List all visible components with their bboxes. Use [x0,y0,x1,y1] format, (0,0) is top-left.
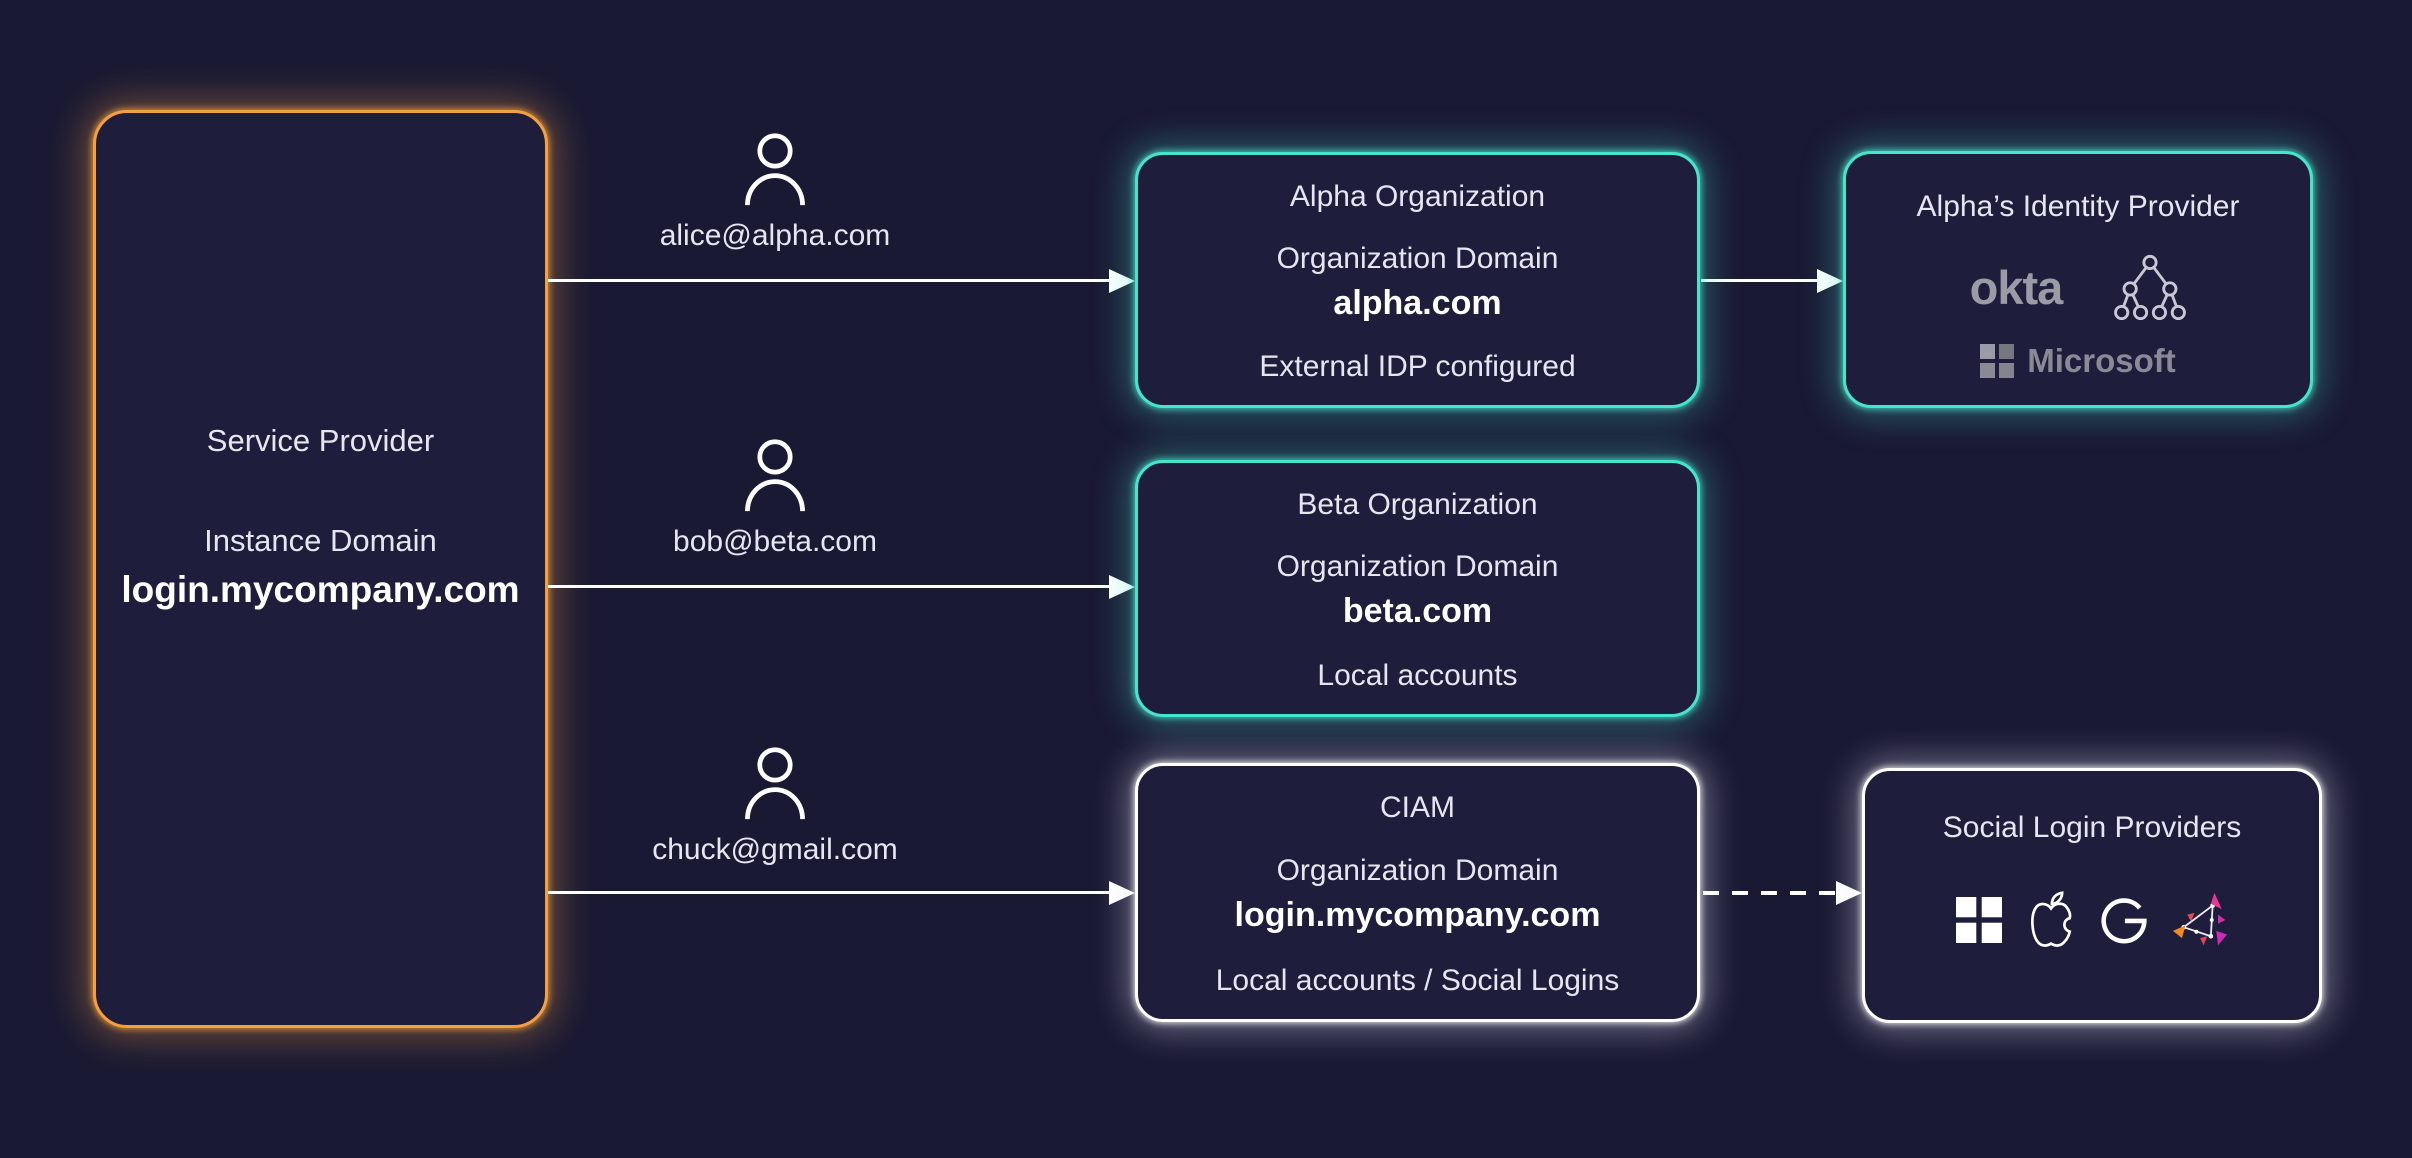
arrow-sp-to-beta [548,585,1109,588]
social-login-providers-box: Social Login Providers [1862,768,2322,1023]
identity-provider-title: Alpha’s Identity Provider [1916,190,2240,223]
arrow-sp-to-ciam [548,891,1109,894]
instance-domain-label: Instance Domain [204,523,437,558]
alpha-organization-note: External IDP configured [1259,350,1576,383]
microsoft-wordmark: Microsoft [2027,342,2176,379]
directory-tree-icon [2114,254,2187,321]
google-icon [2101,898,2147,944]
apple-icon [2031,891,2072,947]
user-icon [745,747,805,820]
okta-logo: okta [1969,260,2064,314]
microsoft-squares-icon [1980,344,2015,378]
arrow-alpha-to-idp [1701,279,1817,282]
user-icon [745,439,805,512]
arrow-ciam-to-social [1703,891,1836,895]
ciam-note: Local accounts / Social Logins [1215,964,1620,997]
user-bob: bob@beta.com [605,437,945,559]
user-alice: alice@alpha.com [605,131,945,253]
alpha-organization-title: Alpha Organization [1289,180,1546,213]
alpha-domain-group: Organization Domain alpha.com [1277,242,1559,323]
user-email: chuck@gmail.com [652,833,898,866]
organization-domain-label: Organization Domain [1276,550,1559,583]
service-provider-content: Service Provider Instance Domain login.m… [121,423,519,611]
microsoft-squares-icon [1956,897,2002,943]
social-logo-row [1956,891,2228,949]
ciam-domain-group: Organization Domain login.mycompany.com [1235,854,1601,935]
alpha-organization-box: Alpha Organization Organization Domain a… [1135,152,1700,408]
instance-domain-value: login.mycompany.com [121,569,520,610]
organization-domain-value: login.mycompany.com [1234,896,1601,934]
zitadel-icon [2172,892,2228,946]
idp-logo-row: okta [1970,250,2187,324]
organization-domain-label: Organization Domain [1276,854,1559,887]
beta-organization-note: Local accounts [1317,659,1518,692]
user-chuck: chuck@gmail.com [605,745,945,867]
ciam-box: CIAM Organization Domain login.mycompany… [1135,763,1700,1022]
user-email: alice@alpha.com [659,219,891,252]
social-login-title: Social Login Providers [1942,811,2242,844]
arrow-sp-to-alpha [548,279,1109,282]
organization-domain-value: alpha.com [1333,283,1502,322]
organization-domain-label: Organization Domain [1276,241,1559,275]
user-icon [745,133,805,206]
beta-organization-title: Beta Organization [1297,488,1538,521]
organization-domain-value: beta.com [1342,592,1493,630]
beta-domain-group: Organization Domain beta.com [1277,550,1559,631]
alpha-identity-provider-box: Alpha’s Identity Provider okta [1843,151,2313,408]
service-provider-title: Service Provider [206,423,435,458]
beta-organization-box: Beta Organization Organization Domain be… [1135,460,1700,717]
ciam-title: CIAM [1380,791,1455,824]
microsoft-logo: Microsoft [1980,342,2176,380]
service-provider-box: Service Provider Instance Domain login.m… [93,110,548,1028]
user-email: bob@beta.com [673,525,877,558]
